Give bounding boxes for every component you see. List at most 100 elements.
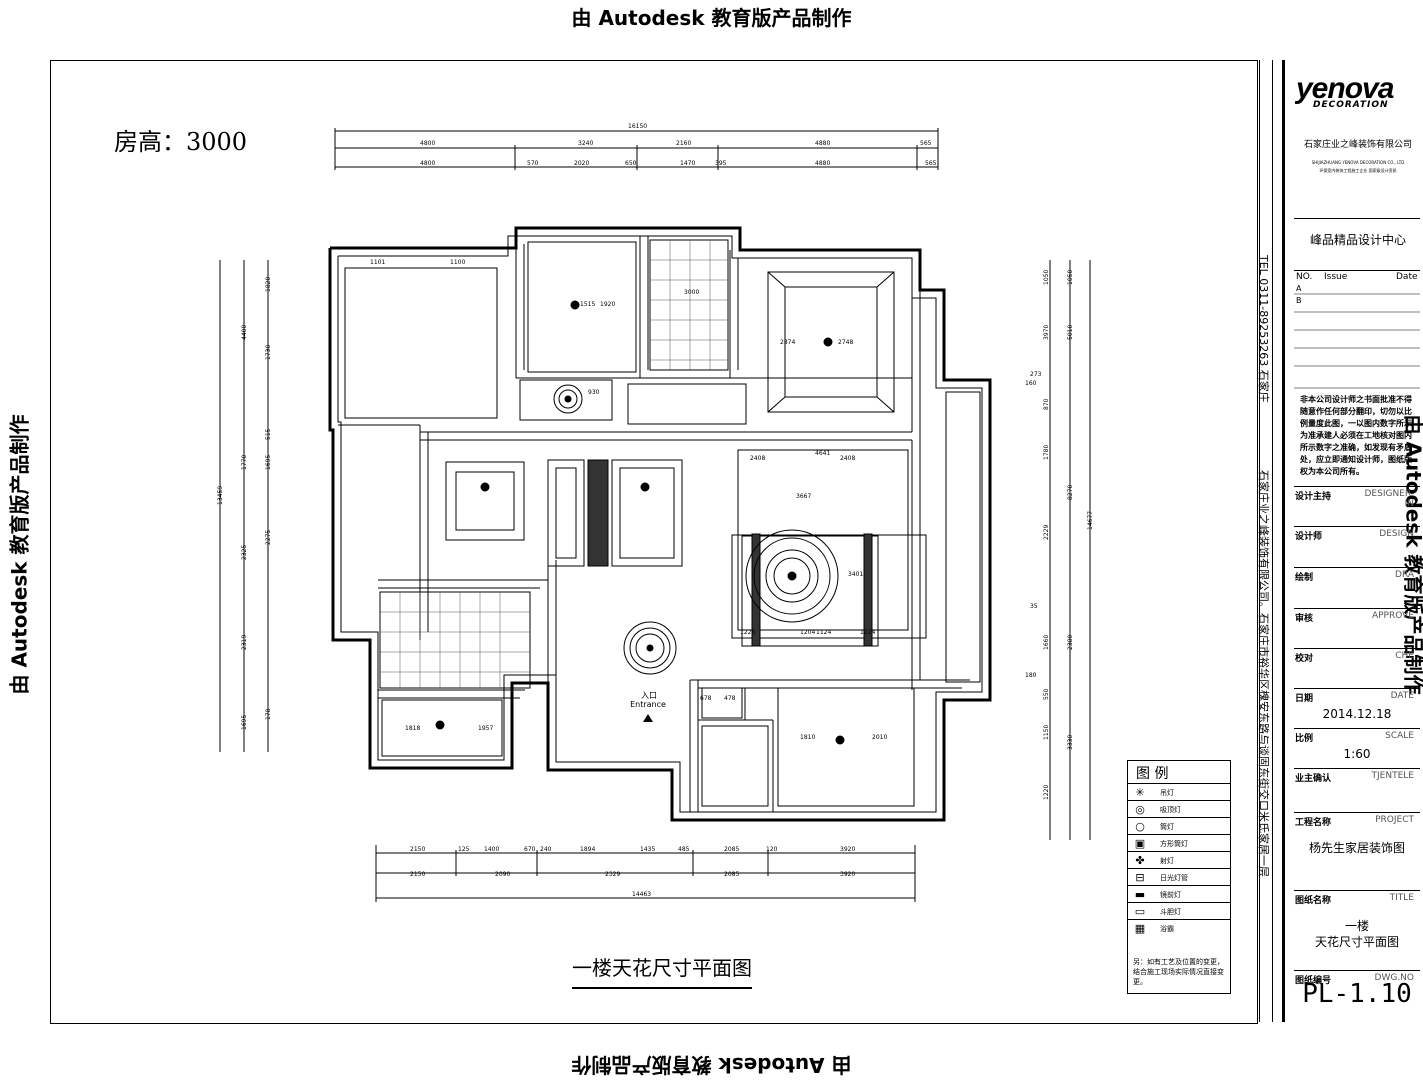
svg-text:1780: 1780 — [1043, 445, 1050, 460]
rev-date-header: Date — [1396, 272, 1418, 282]
svg-text:1100: 1100 — [450, 259, 465, 266]
legend-row: ▣ 方形筒灯 — [1128, 834, 1230, 852]
svg-text:2319: 2319 — [241, 635, 248, 650]
tb-divider-2 — [1294, 270, 1420, 271]
downlight-icon: ○ — [1132, 820, 1148, 833]
svg-text:3240: 3240 — [578, 140, 593, 147]
svg-text:4400: 4400 — [241, 325, 248, 340]
svg-text:120: 120 — [766, 846, 778, 853]
tb-field-divider — [1294, 728, 1420, 729]
tb-field-value: 一楼 天花尺寸平面图 — [1294, 918, 1420, 950]
svg-text:160: 160 — [1025, 380, 1037, 387]
legend-note: 另：如有工艺及位置的变更，结合施工现场实际情况直接变更。 — [1133, 957, 1227, 987]
svg-text:478: 478 — [724, 695, 736, 702]
brand-sub: DECORATION — [1313, 100, 1389, 110]
svg-text:1224: 1224 — [860, 629, 875, 636]
legend-row: ◎吸顶灯 — [1128, 800, 1230, 818]
svg-text:5010: 5010 — [1067, 325, 1074, 340]
svg-text:14677: 14677 — [1087, 511, 1094, 530]
svg-text:1810: 1810 — [800, 734, 815, 741]
svg-text:570: 570 — [527, 160, 539, 167]
svg-text:2085: 2085 — [724, 846, 739, 853]
svg-text:565: 565 — [925, 160, 937, 167]
plan-title: 一楼天花尺寸平面图 — [572, 952, 752, 989]
tb-field-divider — [1294, 688, 1420, 689]
svg-text:2150: 2150 — [410, 846, 425, 853]
svg-text:2329: 2329 — [605, 871, 620, 878]
exhaust-fan-icon: ▦ — [1132, 922, 1148, 935]
svg-text:2150: 2150 — [410, 871, 425, 878]
svg-text:1515: 1515 — [580, 301, 595, 308]
svg-text:1124: 1124 — [816, 629, 831, 636]
svg-text:1820: 1820 — [265, 277, 272, 292]
vertical-tel: TEL 0311-89253263 石家庄 — [1256, 255, 1272, 403]
svg-text:4880: 4880 — [815, 140, 830, 147]
svg-text:3667: 3667 — [796, 493, 811, 500]
watermark-bottom: 由 Autodesk 教育版产品制作 — [0, 1052, 1423, 1081]
entrance-label-en: Entrance — [628, 700, 668, 709]
svg-text:1818: 1818 — [405, 725, 420, 732]
svg-text:670: 670 — [524, 846, 536, 853]
svg-text:4800: 4800 — [420, 140, 435, 147]
tb-field-label: 绘制 — [1295, 570, 1313, 583]
svg-text:395: 395 — [715, 160, 727, 167]
svg-text:2748: 2748 — [838, 339, 853, 346]
rev-no-header: NO. — [1296, 272, 1312, 282]
grille-light-icon: ▭ — [1132, 905, 1148, 918]
fluorescent-icon: ⊟ — [1132, 871, 1148, 884]
rev-issue-header: Issue — [1324, 272, 1347, 282]
svg-text:240: 240 — [540, 846, 552, 853]
svg-text:16150: 16150 — [628, 123, 647, 130]
svg-text:2010: 2010 — [872, 734, 887, 741]
legend-row: ✤射灯 — [1128, 851, 1230, 869]
tb-field-label: 工程名称 — [1295, 815, 1331, 828]
svg-text:1920: 1920 — [600, 301, 615, 308]
mirror-light-icon: ▬ — [1132, 888, 1148, 901]
vertical-address: 石家庄业之峰装饰有限公司。石家庄市裕华区槐安东路与谈固东街交口米氏家居一层 — [1256, 470, 1272, 877]
svg-text:1660: 1660 — [1043, 635, 1050, 650]
svg-text:870: 870 — [1043, 398, 1050, 410]
legend-row: ✳吊灯 — [1128, 783, 1230, 801]
svg-text:178: 178 — [265, 708, 272, 720]
svg-text:1695: 1695 — [265, 455, 272, 470]
tb-field-divider — [1294, 486, 1420, 487]
svg-text:1435: 1435 — [640, 846, 655, 853]
tb-field-label: 设计主持 — [1295, 489, 1331, 502]
tb-field-divider — [1294, 812, 1420, 813]
legend-label: 浴霸 — [1160, 924, 1174, 934]
svg-text:1695: 1695 — [241, 715, 248, 730]
tb-field-divider — [1294, 526, 1420, 527]
tb-field-label-en: CHE — [1360, 651, 1414, 661]
legend-row: ▬ 镜前灯 — [1128, 885, 1230, 903]
svg-text:1050: 1050 — [1043, 270, 1050, 285]
svg-text:3000: 3000 — [684, 289, 699, 296]
legend-label: 方形筒灯 — [1160, 839, 1188, 849]
svg-text:3970: 3970 — [1043, 325, 1050, 340]
svg-text:678: 678 — [700, 695, 712, 702]
svg-text:565: 565 — [920, 140, 932, 147]
svg-text:1150: 1150 — [1043, 725, 1050, 740]
legend-row: ○ 筒灯 — [1128, 817, 1230, 835]
company-name-en: SHIJIAZHUANG YENOVA DECORATION CO., LTD — [1298, 160, 1418, 165]
svg-text:930: 930 — [588, 389, 600, 396]
ceiling-light-icon: ◎ — [1132, 803, 1148, 816]
tb-field-label-en: DESIGNER-IN — [1360, 489, 1414, 509]
revision-lines — [1294, 284, 1420, 392]
legend-label: 镜前灯 — [1160, 890, 1181, 900]
legend-label: 吊灯 — [1160, 788, 1174, 798]
tb-field-divider — [1294, 648, 1420, 649]
svg-text:1730: 1730 — [265, 345, 272, 360]
tb-field-value: 2014.12.18 — [1294, 706, 1420, 722]
square-downlight-icon: ▣ — [1132, 837, 1148, 850]
svg-text:13459: 13459 — [217, 486, 224, 505]
legend: 图 例 ✳吊灯◎吸顶灯○筒灯▣方形筒灯✤射灯⊟日光灯管▬镜前灯▭斗胆灯▦浴霸 另… — [1127, 760, 1231, 994]
svg-text:1220: 1220 — [1043, 785, 1050, 800]
svg-text:2408: 2408 — [750, 455, 765, 462]
tb-field-divider — [1294, 890, 1420, 891]
tb-field-label: 日期 — [1295, 691, 1313, 704]
svg-text:1770: 1770 — [241, 455, 248, 470]
svg-text:8270: 8270 — [1067, 485, 1074, 500]
legend-label: 筒灯 — [1160, 822, 1174, 832]
svg-text:2408: 2408 — [840, 455, 855, 462]
